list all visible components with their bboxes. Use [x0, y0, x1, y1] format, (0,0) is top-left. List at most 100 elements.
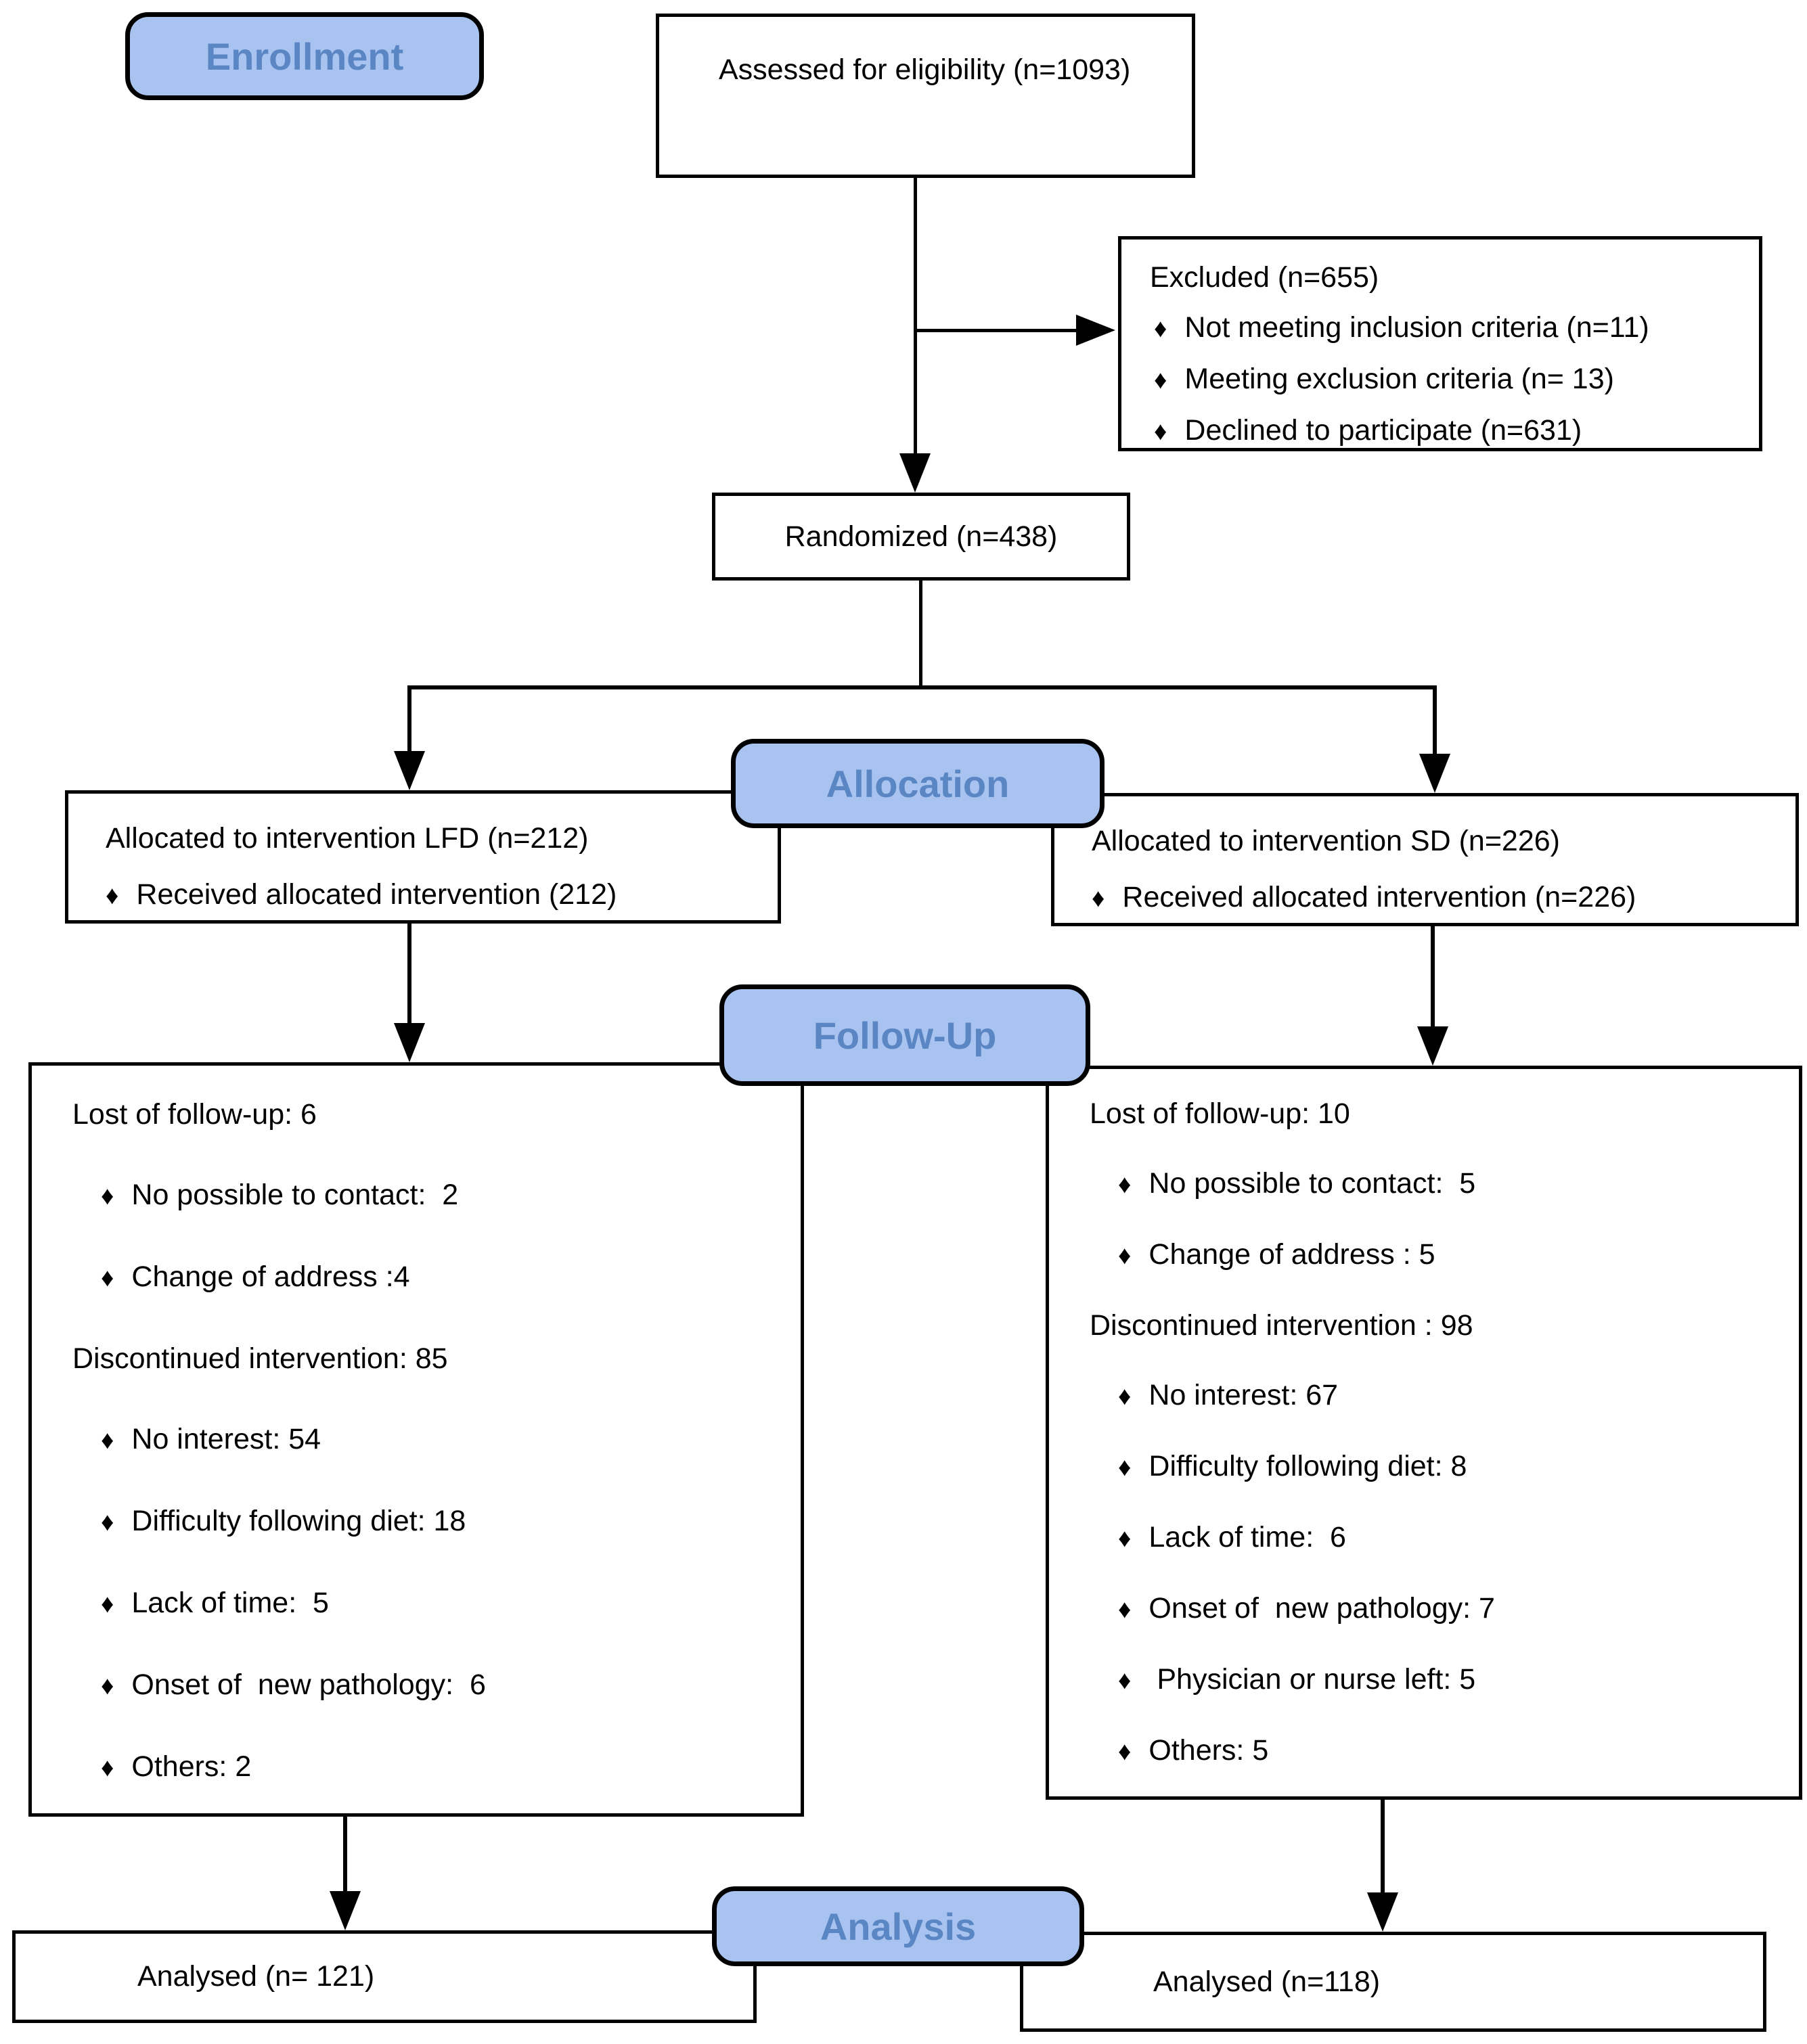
connector-sd-to-follow-up [1431, 926, 1435, 1026]
connector-lfd-to-follow-up [407, 924, 411, 1023]
list-item-text: Meeting exclusion criteria (n= 13) [1184, 363, 1614, 395]
list-item: ♦ No interest: 54 [72, 1422, 790, 1459]
connector-branch-to-lfd [407, 685, 411, 751]
list-item-text: Discontinued intervention: 85 [72, 1342, 448, 1375]
connector-to-excluded [915, 329, 1076, 332]
list-item-text: No interest: 54 [131, 1423, 321, 1455]
branch-line [408, 685, 1437, 689]
diamond-bullet-icon: ♦ [1118, 1595, 1132, 1624]
excluded-title: Excluded (n=655) [1150, 261, 1379, 294]
list-item-text: Difficulty following diet: 18 [131, 1505, 466, 1537]
diamond-bullet-icon: ♦ [1118, 1453, 1132, 1482]
list-item-text: No possible to contact: 5 [1148, 1167, 1476, 1200]
list-item: ♦ Received allocated intervention (n=226… [1092, 880, 1783, 917]
analysis-stage-label: Analysis [712, 1886, 1084, 1966]
diamond-bullet-icon: ♦ [1118, 1242, 1132, 1270]
follow-up-stage-label: Follow-Up [719, 984, 1090, 1086]
diamond-bullet-icon: ♦ [106, 882, 119, 910]
list-item: ♦ Declined to participate (n=631) [1150, 413, 1747, 450]
list-item-text: Not meeting inclusion criteria (n=11) [1184, 311, 1649, 344]
arrowhead-into-randomized [899, 453, 931, 493]
allocated-sd-title: Allocated to intervention SD (n=226) [1092, 825, 1560, 857]
list-item-text: Onset of new pathology: 6 [131, 1668, 486, 1701]
excluded-box: Excluded (n=655) ♦ Not meeting inclusion… [1118, 236, 1762, 451]
analysis-stage-text: Analysis [820, 1905, 977, 1948]
list-item-text: Change of address : 5 [1148, 1238, 1435, 1271]
list-item: ♦ No possible to contact: 5 [1090, 1166, 1788, 1203]
allocated-lfd-box: Allocated to intervention LFD (n=212) ♦ … [65, 790, 781, 924]
diamond-bullet-icon: ♦ [101, 1590, 114, 1618]
enrollment-stage-text: Enrollment [205, 35, 404, 78]
list-item-text: Others: 2 [131, 1750, 252, 1783]
diamond-bullet-icon: ♦ [1118, 1382, 1132, 1411]
randomized-box: Randomized (n=438) [712, 493, 1130, 581]
connector-sd-to-analysis [1381, 1800, 1385, 1892]
arrowhead-into-lfd-allocation [394, 751, 425, 790]
list-item: ♦ Onset of new pathology: 6 [72, 1667, 790, 1704]
diamond-bullet-icon: ♦ [1154, 315, 1167, 343]
connector-randomized-to-branch [919, 581, 922, 689]
analysed-sd-text: Analysed (n=118) [1153, 1965, 1381, 1998]
arrowhead-into-sd-follow-up [1417, 1026, 1448, 1066]
list-item-text: Declined to participate (n=631) [1184, 414, 1582, 447]
list-item-text: No interest: 67 [1148, 1379, 1339, 1411]
analysed-sd-box: Analysed (n=118) [1020, 1932, 1766, 2032]
list-item: ♦ Received allocated intervention (212) [106, 877, 765, 914]
list-item-text: Physician or nurse left: 5 [1148, 1663, 1476, 1696]
diamond-bullet-icon: ♦ [101, 1182, 114, 1210]
list-item: ♦ Difficulty following diet: 18 [72, 1503, 790, 1541]
assessed-for-eligibility-box: Assessed for eligibility (n=1093) [656, 14, 1195, 178]
list-item: ♦ Lack of time: 6 [1090, 1520, 1788, 1557]
diamond-bullet-icon: ♦ [101, 1264, 114, 1292]
list-item-text: Change of address :4 [131, 1261, 410, 1293]
list-item: ♦ Not meeting inclusion criteria (n=11) [1150, 310, 1747, 347]
list-item-text: Received allocated intervention (n=226) [1122, 881, 1636, 913]
arrowhead-into-sd-allocation [1419, 754, 1450, 793]
diamond-bullet-icon: ♦ [1118, 1524, 1132, 1553]
follow-up-stage-text: Follow-Up [813, 1014, 997, 1057]
enrollment-stage-label: Enrollment [125, 12, 484, 100]
analysed-lfd-text: Analysed (n= 121) [137, 1960, 375, 1993]
list-item: ♦ Lack of time: 5 [72, 1585, 790, 1622]
diamond-bullet-icon: ♦ [1118, 1666, 1132, 1695]
list-item-text: Lost of follow-up: 6 [72, 1098, 317, 1131]
list-item: Discontinued intervention : 98 [1090, 1308, 1788, 1344]
list-item-text: Lack of time: 6 [1148, 1521, 1346, 1553]
arrowhead-into-excluded [1076, 315, 1115, 346]
list-item: ♦ Physician or nurse left: 5 [1090, 1662, 1788, 1699]
list-item: ♦ Difficulty following diet: 8 [1090, 1449, 1788, 1486]
list-item: Lost of follow-up: 10 [1090, 1096, 1788, 1132]
list-item-text: Received allocated intervention (212) [136, 878, 617, 911]
diamond-bullet-icon: ♦ [1118, 1738, 1132, 1766]
diamond-bullet-icon: ♦ [101, 1508, 114, 1537]
list-item: ♦ Meeting exclusion criteria (n= 13) [1150, 361, 1747, 399]
allocated-sd-box: Allocated to intervention SD (n=226) ♦ R… [1051, 793, 1799, 926]
arrowhead-into-sd-analysis [1367, 1892, 1398, 1932]
list-item: Lost of follow-up: 6 [72, 1097, 790, 1133]
assessed-text: Assessed for eligibility (n=1093) [719, 53, 1131, 86]
list-item: ♦ No interest: 67 [1090, 1378, 1788, 1415]
list-item: ♦ Others: 5 [1090, 1733, 1788, 1770]
arrowhead-into-lfd-analysis [330, 1891, 361, 1930]
diamond-bullet-icon: ♦ [1092, 884, 1105, 913]
list-item-text: Onset of new pathology: 7 [1148, 1592, 1495, 1625]
list-item: ♦ No possible to contact: 2 [72, 1177, 790, 1214]
diamond-bullet-icon: ♦ [101, 1672, 114, 1700]
list-item-text: Others: 5 [1148, 1734, 1269, 1767]
list-item: ♦ Change of address : 5 [1090, 1237, 1788, 1274]
diamond-bullet-icon: ♦ [101, 1426, 114, 1455]
follow-up-sd-box: Lost of follow-up: 10 ♦ No possible to c… [1046, 1066, 1802, 1800]
connector-assessed-to-randomized [914, 178, 917, 457]
connector-branch-to-sd [1433, 685, 1437, 754]
list-item: ♦ Others: 2 [72, 1749, 790, 1786]
list-item: Discontinued intervention: 85 [72, 1341, 790, 1377]
diamond-bullet-icon: ♦ [101, 1754, 114, 1782]
allocated-lfd-title: Allocated to intervention LFD (n=212) [106, 822, 589, 855]
list-item-text: Discontinued intervention : 98 [1090, 1309, 1473, 1342]
list-item: ♦ Onset of new pathology: 7 [1090, 1591, 1788, 1628]
list-item-text: No possible to contact: 2 [131, 1179, 459, 1211]
list-item-text: Difficulty following diet: 8 [1148, 1450, 1467, 1482]
list-item-text: Lost of follow-up: 10 [1090, 1097, 1350, 1130]
randomized-text: Randomized (n=438) [784, 520, 1058, 553]
